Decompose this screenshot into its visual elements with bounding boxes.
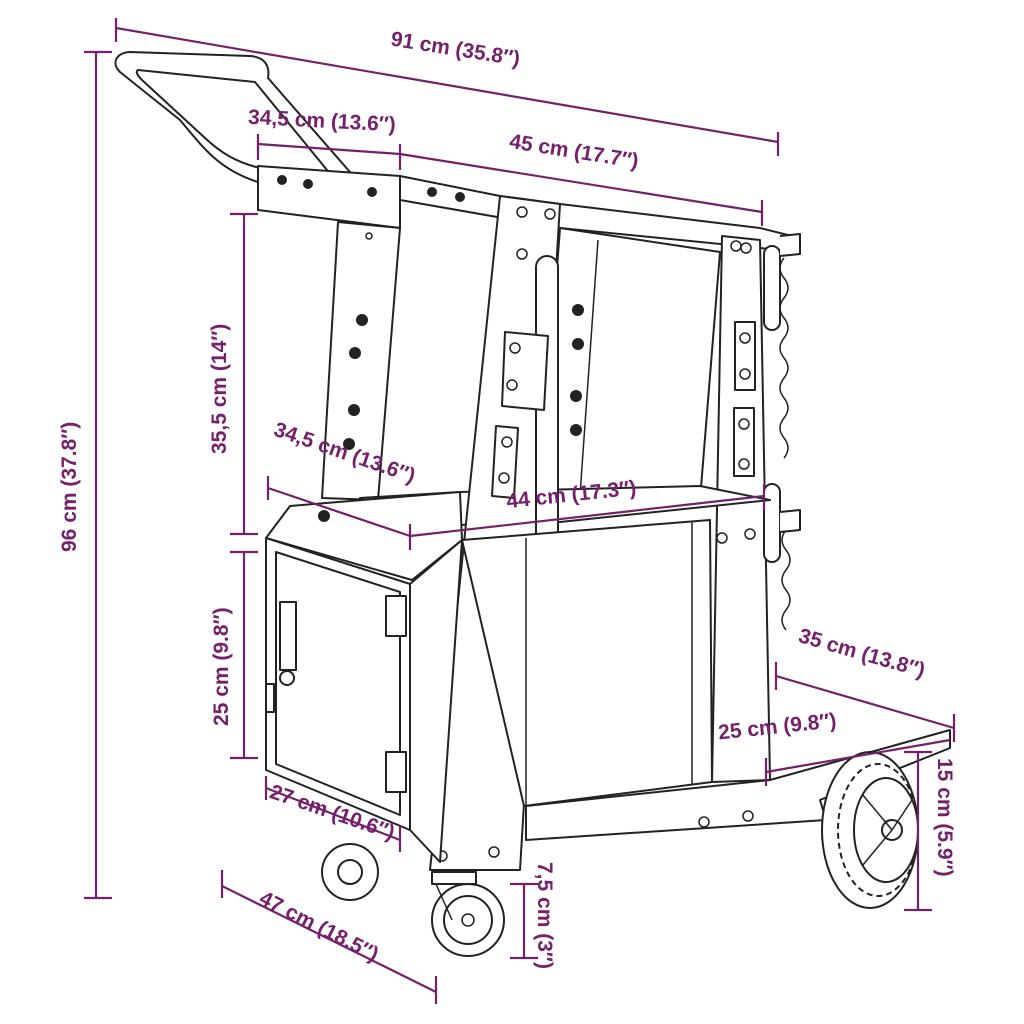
hinge-lower [385, 751, 407, 793]
label-wheel-diameter: 15 cm (5.9″) [933, 758, 956, 877]
rear-wheel-icon [821, 751, 919, 909]
hinge-upper [385, 595, 407, 637]
label-overall-length: 91 cm (35.8″) [389, 28, 521, 71]
right-post [711, 235, 771, 783]
dimension-lines [84, 18, 956, 1004]
label-bottom-shelf-width: 35 cm (13.8″) [796, 624, 928, 682]
label-overall-width: 47 cm (18.5″) [256, 887, 383, 967]
cabinet-door[interactable] [275, 551, 401, 816]
cabinet-side [409, 539, 463, 863]
lock-icon [279, 670, 295, 686]
lower-body [461, 519, 713, 807]
bottle-bracket-upper [763, 245, 781, 331]
label-upper-height: 35,5 cm (14″) [208, 324, 231, 454]
cabinet-top [265, 491, 463, 581]
label-cabinet-height: 25 cm (9.8″) [210, 607, 233, 726]
front-caster-icon [431, 871, 505, 957]
chain-icon [779, 257, 791, 631]
label-top-shelf-length: 45 cm (17.7″) [508, 130, 640, 173]
label-handle-depth: 34,5 cm (13.6″) [248, 106, 397, 137]
bottle-bracket-lower [763, 483, 781, 563]
label-total-height: 96 cm (37.8″) [58, 422, 81, 552]
rear-panel [539, 227, 721, 501]
door-handle[interactable] [279, 601, 297, 671]
welding-cart-drawing [114, 51, 951, 957]
rear-caster-icon [321, 843, 379, 901]
top-plate [257, 165, 401, 229]
label-caster-height: 7,5 cm (3″) [533, 862, 556, 969]
